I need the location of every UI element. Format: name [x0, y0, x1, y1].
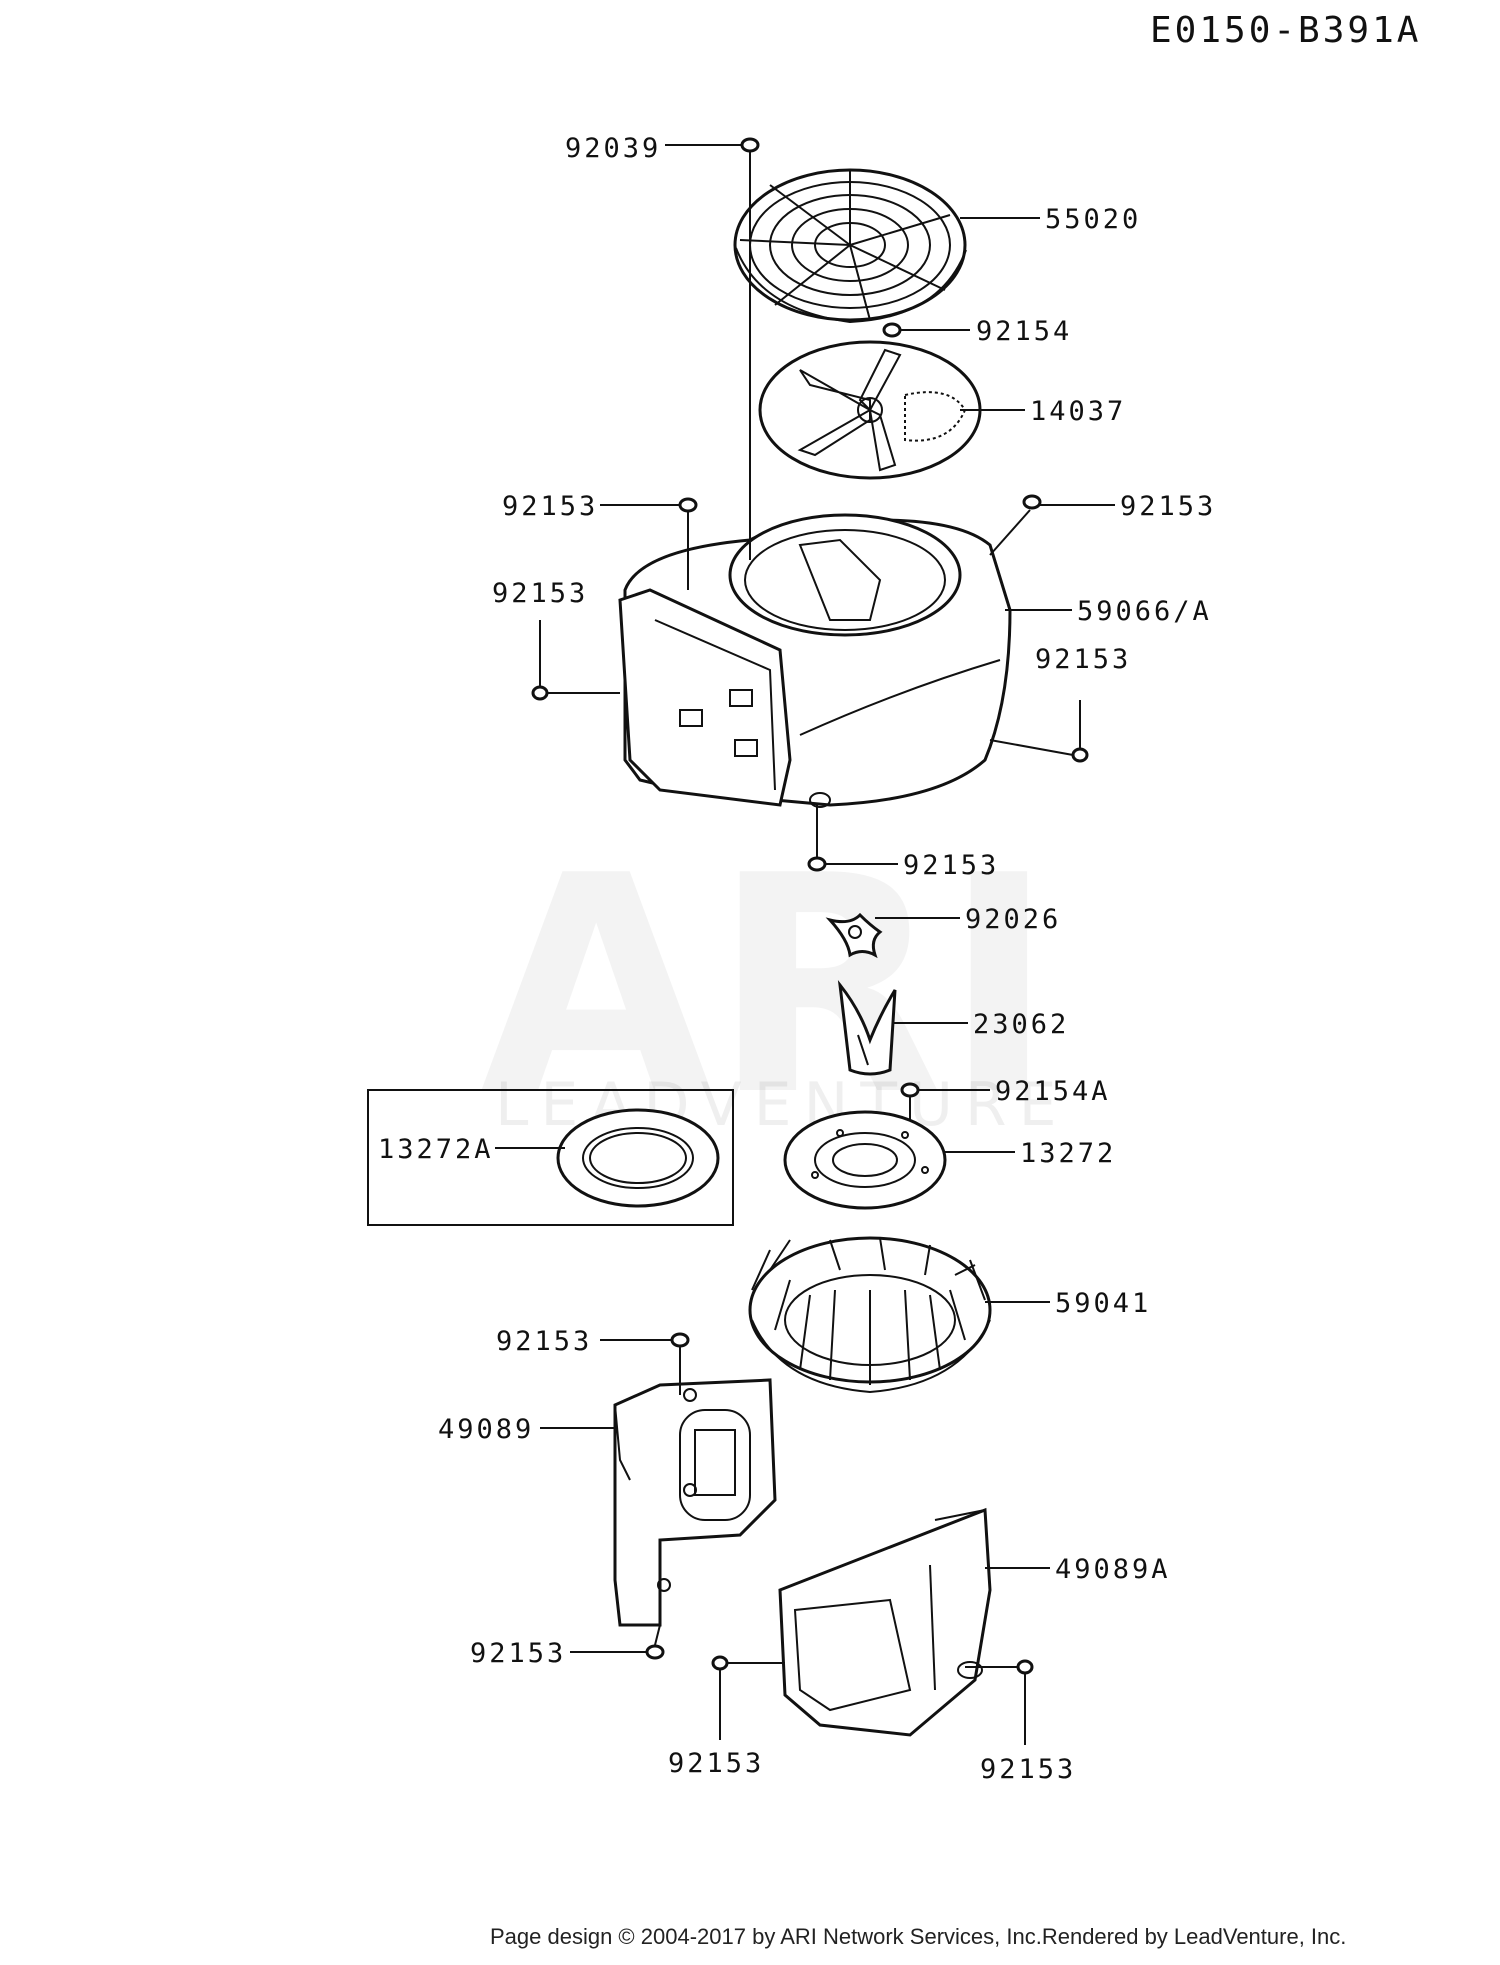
duct-23062[interactable]	[837, 979, 897, 1076]
label-92153-cover-top[interactable]: 92153	[496, 1326, 592, 1357]
plate-13272A[interactable]	[556, 1108, 720, 1208]
label-55020[interactable]: 55020	[1045, 204, 1141, 235]
diagram-code: E0150-B391A	[1150, 10, 1421, 51]
alternate-part-box	[367, 1089, 734, 1226]
label-92153-left[interactable]: 92153	[492, 578, 588, 609]
bolt-parts	[531, 137, 1089, 1675]
label-92153-cover-bottom[interactable]: 92153	[668, 1748, 764, 1779]
label-59066A[interactable]: 59066/A	[1077, 596, 1212, 627]
label-13272[interactable]: 13272	[1020, 1138, 1116, 1169]
leader-lines	[495, 144, 1115, 1745]
label-92153-right[interactable]: 92153	[1035, 644, 1131, 675]
label-92153-right-top[interactable]: 92153	[1120, 491, 1216, 522]
label-92153-left-top[interactable]: 92153	[502, 491, 598, 522]
label-92154A[interactable]: 92154A	[995, 1076, 1111, 1107]
cooling-fan-59041[interactable]	[748, 1236, 992, 1394]
label-92154[interactable]: 92154	[976, 316, 1072, 347]
page-footer: Page design © 2004-2017 by ARI Network S…	[490, 1924, 1347, 1949]
watermark-logo-text: ARI	[480, 812, 1055, 1161]
washer-92026[interactable]	[825, 912, 883, 959]
engine-shroud-59066A[interactable]	[618, 513, 1012, 808]
label-14037[interactable]: 14037	[1030, 396, 1126, 427]
label-92153-cover-left[interactable]: 92153	[470, 1638, 566, 1669]
fan-plate-14037[interactable]	[758, 340, 982, 480]
plate-13272[interactable]	[783, 1110, 947, 1210]
fan-screen-55020[interactable]	[733, 168, 967, 324]
label-13272A[interactable]: 13272A	[378, 1134, 494, 1165]
cylinder-cover-49089[interactable]	[613, 1378, 777, 1627]
label-23062[interactable]: 23062	[973, 1009, 1069, 1040]
watermark-logo: ARI LEADVENTURE	[480, 812, 1057, 1161]
label-49089A[interactable]: 49089A	[1055, 1554, 1171, 1585]
label-92039[interactable]: 92039	[565, 133, 661, 164]
label-92153-cover-right[interactable]: 92153	[980, 1754, 1076, 1785]
label-92153-bottom[interactable]: 92153	[903, 850, 999, 881]
cylinder-cover-49089A[interactable]	[778, 1507, 992, 1737]
label-92026[interactable]: 92026	[965, 904, 1061, 935]
label-49089[interactable]: 49089	[438, 1414, 534, 1445]
label-59041[interactable]: 59041	[1055, 1288, 1151, 1319]
